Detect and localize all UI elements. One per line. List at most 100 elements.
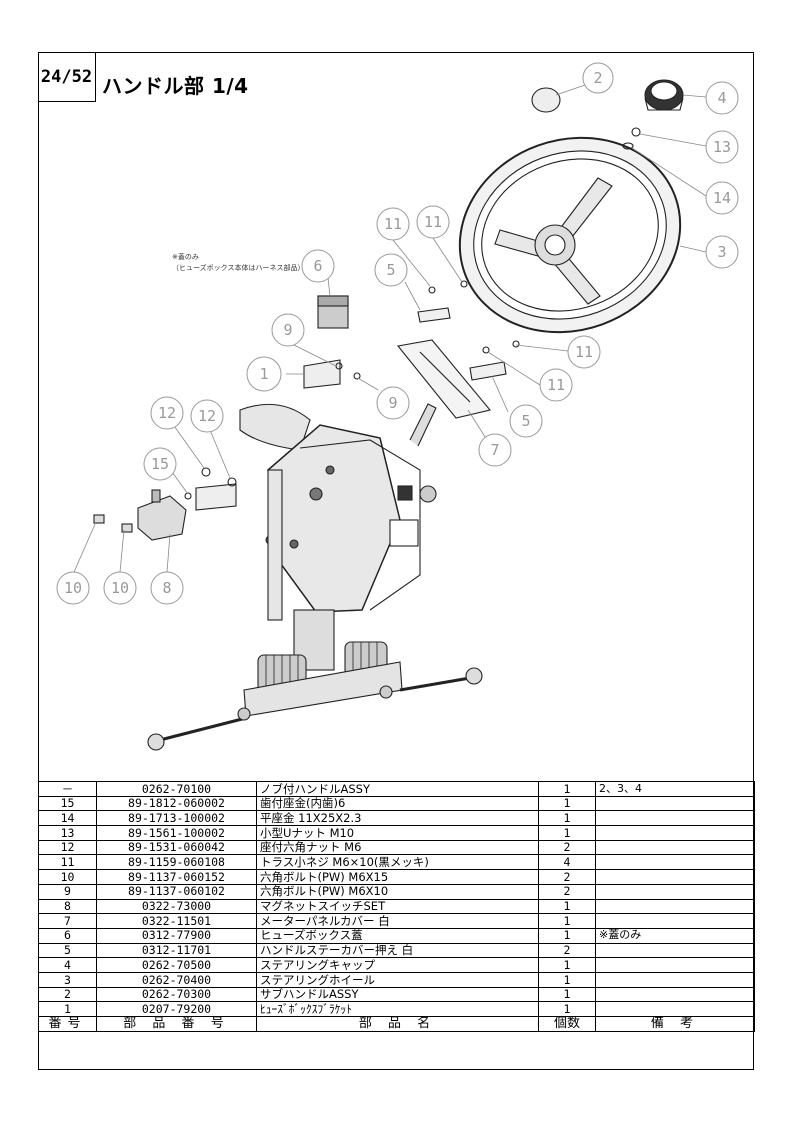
header-part-name: 部 品 名 bbox=[256, 1016, 539, 1032]
cell-no: 2 bbox=[38, 986, 97, 1003]
cell-part-name: 歯付座金(内歯)6 bbox=[256, 795, 539, 812]
cell-no: 4 bbox=[38, 957, 97, 973]
callout-10b bbox=[103, 571, 137, 605]
callout-3 bbox=[705, 235, 739, 269]
callout-9a bbox=[271, 313, 305, 347]
cell-qty: 2 bbox=[538, 942, 596, 959]
cell-part-number: 0322-73000 bbox=[96, 898, 257, 915]
cell-remarks bbox=[595, 883, 755, 900]
svg-text:13: 13 bbox=[713, 138, 731, 156]
svg-text:9: 9 bbox=[283, 321, 292, 339]
cell-no: 15 bbox=[38, 795, 97, 812]
cell-qty: 1 bbox=[538, 913, 596, 929]
cell-part-number: 0322-11501 bbox=[96, 913, 257, 929]
cell-remarks bbox=[595, 986, 755, 1003]
cell-no: － bbox=[38, 781, 97, 797]
callout-12b bbox=[190, 399, 224, 433]
cell-part-name: 平座金 11X25X2.3 bbox=[256, 810, 539, 827]
cell-remarks bbox=[595, 795, 755, 812]
page-number: 24/52 bbox=[38, 52, 96, 102]
cell-part-number: 0262-70100 bbox=[96, 781, 257, 797]
svg-text:4: 4 bbox=[717, 89, 726, 107]
cell-part-name: ノブ付ハンドルASSY bbox=[256, 781, 539, 797]
cell-part-number: 0262-70400 bbox=[96, 971, 257, 988]
cell-part-number: 0312-11701 bbox=[96, 942, 257, 959]
cell-part-number: 0312-77900 bbox=[96, 927, 257, 944]
cell-qty: 1 bbox=[538, 825, 596, 841]
callout-8 bbox=[150, 571, 184, 605]
cell-qty: 1 bbox=[538, 898, 596, 915]
svg-text:14: 14 bbox=[713, 189, 731, 207]
cell-remarks bbox=[595, 825, 755, 841]
cell-qty: 4 bbox=[538, 854, 596, 871]
cell-part-number: 89-1159-060108 bbox=[96, 854, 257, 871]
callout-11b bbox=[416, 205, 450, 239]
callout-13 bbox=[705, 130, 739, 164]
callout-7 bbox=[478, 433, 512, 467]
cell-remarks bbox=[595, 942, 755, 959]
cell-part-number: 89-1812-060002 bbox=[96, 795, 257, 812]
cell-part-number: 89-1531-060042 bbox=[96, 839, 257, 856]
svg-text:3: 3 bbox=[717, 243, 726, 261]
callout-6 bbox=[301, 249, 335, 283]
cell-no: 14 bbox=[38, 810, 97, 827]
cell-part-number: 89-1561-100002 bbox=[96, 825, 257, 841]
cell-part-name: 小型Uナット M10 bbox=[256, 825, 539, 841]
svg-text:11: 11 bbox=[575, 343, 593, 361]
callout-4 bbox=[705, 81, 739, 115]
cell-qty: 2 bbox=[538, 869, 596, 885]
cell-part-name: ハンドルステーカバー押え 白 bbox=[256, 942, 539, 959]
cell-remarks bbox=[595, 913, 755, 929]
svg-text:10: 10 bbox=[111, 579, 129, 597]
svg-text:6: 6 bbox=[313, 257, 322, 275]
cell-part-name: トラス小ネジ M6×10(黒メッキ) bbox=[256, 854, 539, 871]
svg-text:8: 8 bbox=[162, 579, 171, 597]
callout-15 bbox=[143, 447, 177, 481]
cell-part-name: メーターパネルカバー 白 bbox=[256, 913, 539, 929]
page-title: ハンドル部 1/4 bbox=[102, 74, 249, 98]
cell-no: 10 bbox=[38, 869, 97, 885]
cell-qty: 2 bbox=[538, 883, 596, 900]
cell-no: 12 bbox=[38, 839, 97, 856]
cell-part-name: 座付六角ナット M6 bbox=[256, 839, 539, 856]
svg-text:7: 7 bbox=[490, 441, 499, 459]
callout-12a bbox=[150, 396, 184, 430]
steering-wheel-drawing bbox=[458, 136, 682, 334]
cell-qty: 1 bbox=[538, 781, 596, 797]
cell-part-name: ステアリングホイール bbox=[256, 971, 539, 988]
svg-text:12: 12 bbox=[198, 407, 216, 425]
callout-14 bbox=[705, 181, 739, 215]
callout-9b bbox=[376, 386, 410, 420]
cell-no: 9 bbox=[38, 883, 97, 900]
fuse-box-lid-drawing bbox=[317, 295, 349, 329]
cell-part-name: 六角ボルト(PW) M6X10 bbox=[256, 883, 539, 900]
svg-text:5: 5 bbox=[386, 261, 395, 279]
steering-cap-drawing bbox=[644, 79, 684, 111]
cell-qty: 1 bbox=[538, 1001, 596, 1017]
cell-remarks bbox=[595, 898, 755, 915]
callout-11c bbox=[567, 335, 601, 369]
header-qty: 個数 bbox=[538, 1016, 596, 1032]
cell-no: 11 bbox=[38, 854, 97, 871]
cell-no: 8 bbox=[38, 898, 97, 915]
svg-text:10: 10 bbox=[64, 579, 82, 597]
cell-remarks bbox=[595, 1001, 755, 1017]
svg-text:12: 12 bbox=[158, 404, 176, 422]
svg-text:2: 2 bbox=[593, 69, 602, 87]
cell-remarks bbox=[595, 869, 755, 885]
cell-part-number: 0262-70500 bbox=[96, 957, 257, 973]
fuse-note-line-2: （ヒューズボックス本体はハーネス部品） bbox=[172, 263, 304, 272]
cell-remarks bbox=[595, 810, 755, 827]
